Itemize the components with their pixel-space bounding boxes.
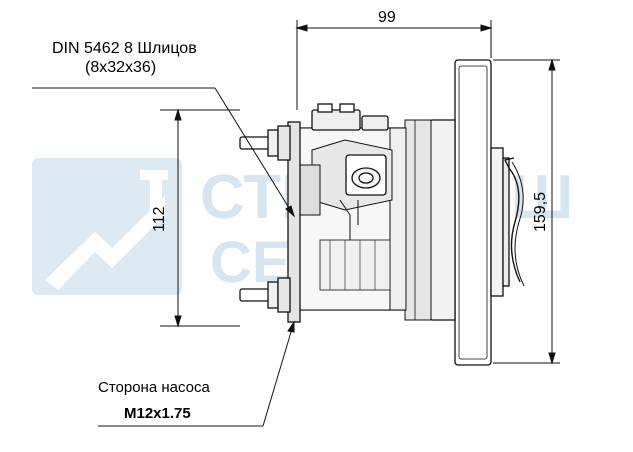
pump-body: [239, 59, 525, 366]
thread-label: M12x1.75: [124, 405, 191, 422]
spline-callout-line2: (8x32x36): [85, 59, 156, 76]
spline-leader: [214, 87, 295, 217]
dim-label-height-right: 159,5: [532, 192, 549, 232]
top-boss: [311, 109, 361, 131]
dimensions: [32, 20, 560, 427]
watermark-logo-icon: [32, 158, 182, 295]
spline-callout-line1: DIN 5462 8 Шлицов: [52, 40, 197, 57]
lower-stud: [239, 288, 271, 302]
flange-hub: [490, 147, 504, 297]
dim-label-width: 99: [378, 9, 396, 26]
upper-stud: [239, 136, 271, 150]
dim-label-height-left: 112: [151, 206, 168, 232]
shaft-clip: [508, 167, 521, 283]
mounting-flange: [454, 59, 492, 366]
thread-leader: [262, 321, 295, 427]
pump-side-label: Сторона насоса: [98, 379, 210, 396]
